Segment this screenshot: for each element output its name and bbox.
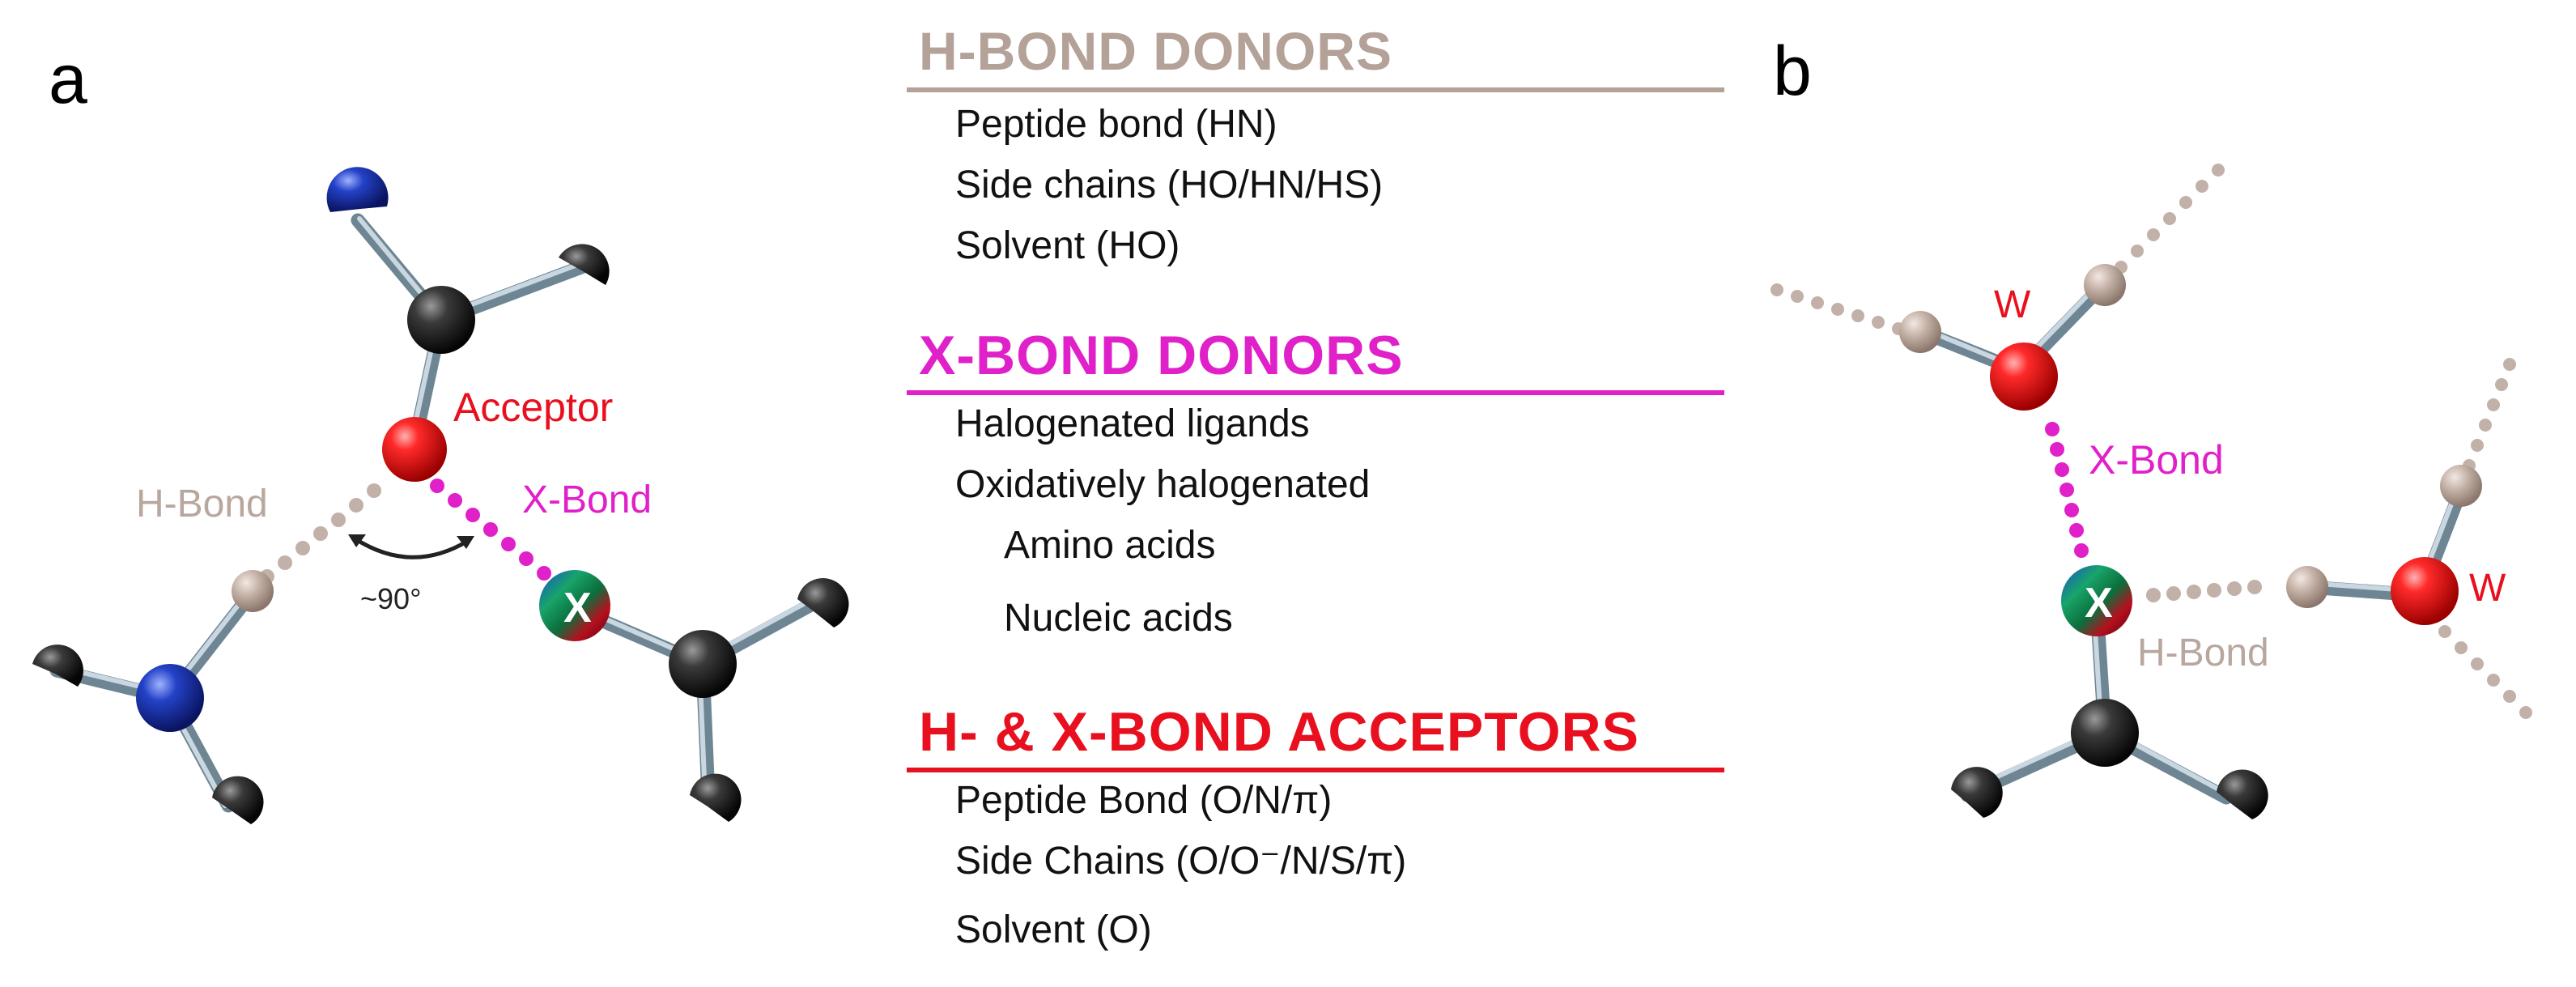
panel-b-water2-h-top	[2440, 465, 2482, 507]
panel-b-water-label-right: W	[2469, 567, 2506, 610]
list-item: Peptide Bond (O/N/π)	[955, 779, 1333, 822]
list-item: Halogenated ligands	[955, 402, 1310, 445]
panel-a-right-cap-upper	[797, 578, 849, 628]
section-rule-acceptors	[907, 768, 1724, 772]
angle-arrow-right	[457, 536, 474, 549]
list-item: Peptide bond (HN)	[955, 103, 1277, 146]
bond-classification-list: H-BOND DONORS Peptide bond (HN) Side cha…	[907, 0, 1732, 987]
angle-arc	[353, 536, 470, 559]
panel-a-xbond-dots	[430, 479, 551, 581]
panel-a-hbond-dots	[260, 483, 381, 584]
panel-b-water-hbond-dots	[1770, 164, 2532, 719]
panel-a-right-cap-lower	[690, 773, 742, 822]
acceptor-oxygen	[382, 417, 447, 482]
panel-a-left-cap	[32, 645, 83, 687]
list-item: Amino acids	[1004, 524, 1216, 567]
list-item: Side Chains (O/O⁻/N/S/π)	[955, 840, 1407, 883]
list-item: Solvent (O)	[955, 908, 1152, 951]
list-item: Nucleic acids	[1004, 597, 1233, 640]
panel-a-nitrogen	[136, 664, 204, 732]
panel-b-water2-oxygen	[2391, 557, 2459, 625]
panel-a-hydrogen	[232, 570, 274, 612]
panel-b-water1-h-left	[1899, 311, 1941, 353]
panel-a-top-carbon	[407, 286, 475, 354]
panel-b-xbond-dots	[2045, 422, 2089, 558]
panel-b-water-label-top: W	[1994, 283, 2031, 326]
panel-a-label: a	[49, 40, 87, 118]
panel-a-molecule: Acceptor H-Bond X-Bond ~90° X	[32, 167, 849, 824]
angle-arrow-left	[348, 534, 366, 547]
section-rule-hbond-donors	[907, 87, 1724, 92]
panel-b-hbond-label: H-Bond	[2137, 632, 2269, 674]
angle-label: ~90°	[360, 582, 421, 615]
list-item: Oxidatively halogenated	[955, 463, 1371, 506]
panel-b-carbon	[2071, 699, 2139, 767]
panel-b-cap-left	[1951, 767, 2003, 818]
panel-a-halogen-symbol: X	[563, 585, 592, 632]
panel-a-top-nitrogen	[326, 167, 389, 212]
section-rule-xbond-donors	[907, 390, 1724, 395]
section-title-acceptors: H- & X-BOND ACCEPTORS	[919, 701, 1639, 763]
panel-b-water1-oxygen	[1990, 342, 2058, 411]
panel-b-xbond-label: X-Bond	[2089, 437, 2224, 483]
panel-b-water1-h-right	[2084, 264, 2126, 306]
panel-a-bottom-cap	[212, 776, 264, 824]
panel-b-water2-h-left	[2286, 566, 2328, 608]
panel-a-hbond-label: H-Bond	[136, 483, 268, 525]
panel-a-xbond-label: X-Bond	[522, 479, 652, 521]
panel-a-right-carbon	[669, 630, 737, 698]
panel-b-cap-right	[2217, 769, 2268, 819]
panel-b-label: b	[1773, 32, 1812, 110]
section-title-hbond-donors: H-BOND DONORS	[919, 21, 1392, 81]
panel-b-halogen-atom	[2061, 565, 2132, 636]
panel-a-halogen-atom	[539, 570, 610, 641]
section-title-xbond-donors: X-BOND DONORS	[919, 325, 1404, 386]
panel-b-hbond-dots	[2146, 580, 2262, 602]
panel-a-top-right-carbon-cap	[559, 244, 610, 285]
list-item: Side chains (HO/HN/HS)	[955, 164, 1384, 206]
panel-b-halogen-symbol: X	[2085, 580, 2113, 627]
acceptor-label: Acceptor	[453, 385, 613, 430]
list-item: Solvent (HO)	[955, 224, 1180, 267]
panel-b-molecule: W W X-Bond H-Bond X	[1770, 164, 2532, 819]
